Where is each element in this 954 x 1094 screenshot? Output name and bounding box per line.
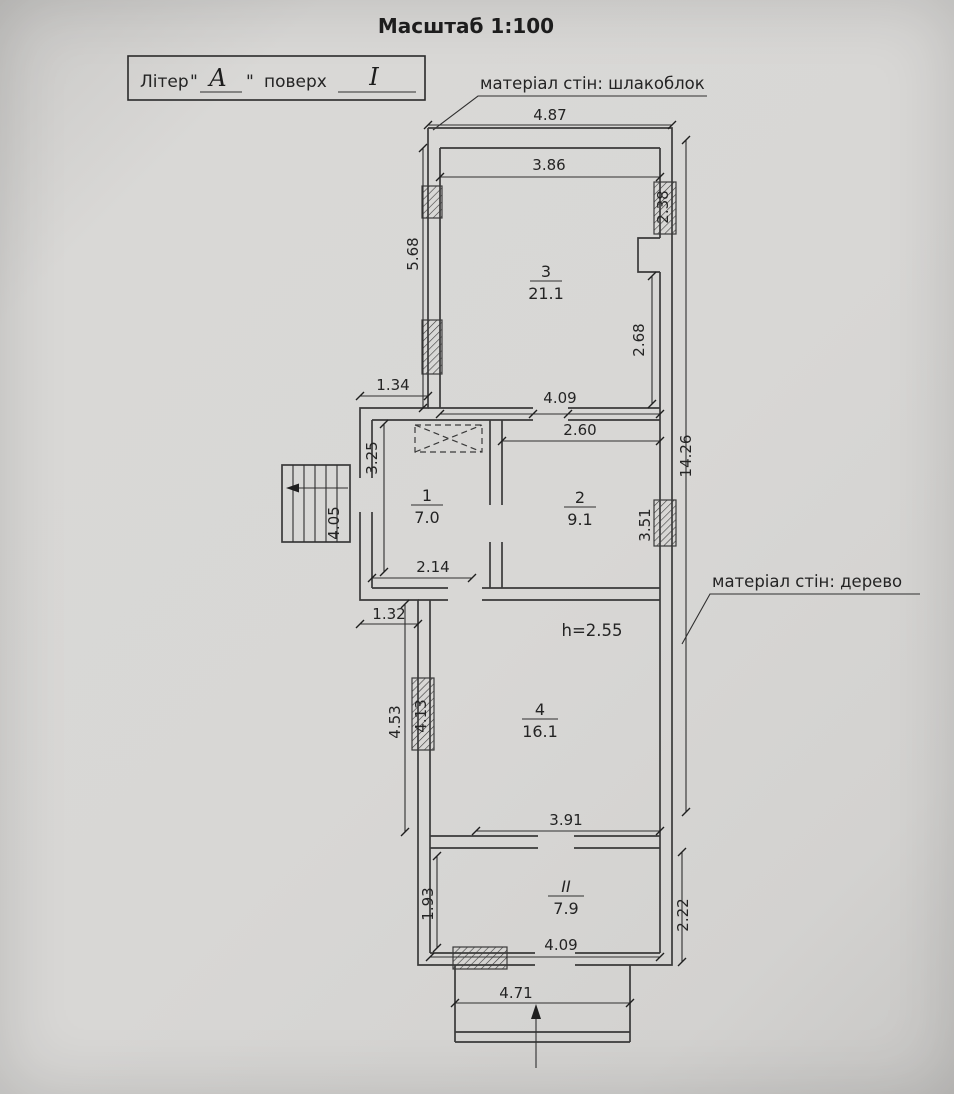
dim-4-71: 4.71 (499, 984, 532, 1002)
window-hatch (411, 677, 435, 751)
dimension-labels: 4.87 3.86 1.34 4.09 2.60 2.14 1.32 3.91 … (325, 106, 695, 1002)
room-II-number: II (561, 877, 571, 896)
dim-3-91: 3.91 (549, 811, 582, 829)
room-4-area: 16.1 (522, 722, 558, 741)
window-hatch (421, 319, 443, 375)
dim-2-68: 2.68 (630, 323, 648, 356)
material-right-label: матеріал стін: дерево (712, 572, 902, 591)
entrance-porch (454, 965, 631, 1068)
dim-1-32: 1.32 (372, 605, 405, 623)
leader-line-right (681, 593, 920, 645)
stairs-arrow-head (286, 483, 299, 493)
window-hatch (452, 946, 508, 970)
dimension-ticks (355, 120, 691, 1008)
material-annotation-right: матеріал стін: дерево (681, 572, 920, 645)
room-1-area: 7.0 (414, 508, 439, 527)
room-3-area: 21.1 (528, 284, 564, 303)
liter-label: Літер (140, 72, 189, 92)
room-2-number: 2 (575, 488, 585, 507)
room-1-number: 1 (422, 486, 432, 505)
dim-3-86: 3.86 (532, 156, 565, 174)
room-II-area: 7.9 (553, 899, 578, 918)
scale-title: Масштаб 1:100 (378, 14, 554, 38)
exterior-stairs (281, 464, 351, 543)
dim-5-68: 5.68 (404, 237, 422, 270)
dim-4-09-bottom: 4.09 (544, 936, 577, 954)
floor-label: поверх (264, 72, 327, 92)
dim-2-60: 2.60 (563, 421, 596, 439)
dim-4-09-top: 4.09 (543, 389, 576, 407)
window-hatch (421, 185, 443, 219)
room-3-number: 3 (541, 262, 551, 281)
dim-3-25: 3.25 (363, 441, 381, 474)
dashed-box (414, 424, 483, 453)
window-hatch (653, 181, 677, 235)
dim-4-53: 4.53 (386, 705, 404, 738)
legend-box: Літер " А " поверх I (127, 55, 426, 101)
room-4-number: 4 (535, 700, 545, 719)
stairs-outline (281, 464, 351, 543)
windows (411, 181, 677, 970)
leader-line-top (432, 95, 707, 131)
dim-14-26: 14.26 (677, 435, 695, 478)
material-annotation-top: матеріал стін: шлакоблок (432, 74, 707, 131)
liter-value: А (207, 64, 227, 92)
stairs-treads (292, 465, 338, 542)
window-hatch (653, 499, 677, 547)
dim-4-05: 4.05 (325, 506, 343, 539)
dim-4-13: 4.13 (412, 699, 430, 732)
dim-1-34: 1.34 (376, 376, 409, 394)
entrance-arrow-head (531, 1004, 541, 1019)
dim-2-38: 2.38 (654, 190, 672, 223)
porch-outline (454, 965, 631, 1043)
ceiling-height-label: h=2.55 (561, 621, 622, 640)
liter-quote-close: " (246, 72, 254, 92)
dim-2-14: 2.14 (416, 558, 449, 576)
dimension-lines (360, 124, 687, 1004)
dim-3-51: 3.51 (636, 508, 654, 541)
legend-border (127, 55, 426, 101)
dashed-cross (414, 424, 483, 453)
room-labels: 3 21.1 1 7.0 2 9.1 4 16.1 II 7.9 (411, 262, 596, 918)
dim-1-93: 1.93 (419, 887, 437, 920)
floor-value: I (368, 63, 379, 91)
liter-quote-open: " (190, 72, 198, 92)
dim-4-87: 4.87 (533, 106, 566, 124)
dim-2-22: 2.22 (674, 898, 692, 931)
room-2-area: 9.1 (567, 510, 592, 529)
dashed-feature (414, 424, 483, 453)
material-top-label: матеріал стін: шлакоблок (480, 74, 705, 93)
